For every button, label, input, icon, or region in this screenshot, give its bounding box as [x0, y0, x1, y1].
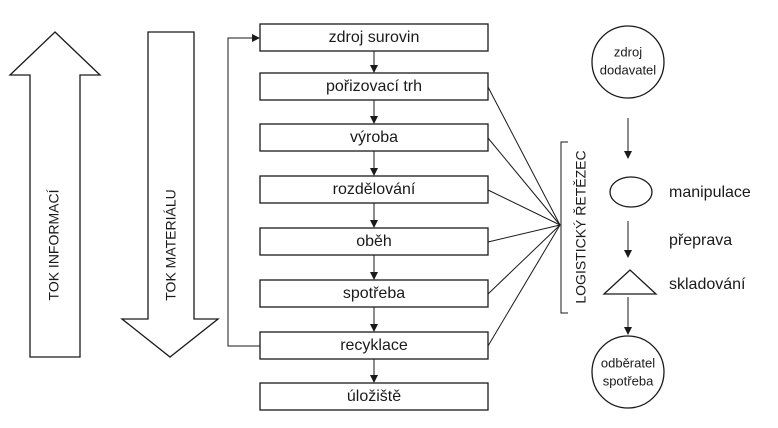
storage-triangle — [602, 269, 658, 295]
material-flow-arrow: TOK MATERIÁLU — [120, 31, 220, 358]
chain-label-production: výroba — [350, 129, 398, 146]
chain-label-recycling: recyklace — [340, 337, 408, 354]
information-flow-arrow: TOK INFORMACÍ — [8, 31, 102, 358]
customer-label: odběratel — [601, 355, 655, 370]
right-flow: zdroj dodavatel manipulace přeprava skla… — [591, 25, 751, 409]
chain-box-raw-material-source — [259, 23, 489, 52]
consumption-label: spotřeba — [603, 373, 654, 388]
source-supplier-node — [591, 25, 665, 99]
supplier-label: dodavatel — [600, 62, 656, 77]
customer-consumption-node — [591, 335, 665, 409]
storage-label: skladování — [669, 276, 746, 293]
chain-boxes: zdroj surovin pořizovací trh výroba rozd… — [259, 23, 489, 411]
material-flow-label: TOK MATERIÁLU — [163, 189, 179, 301]
chain-label-storage-site: úložiště — [347, 388, 401, 405]
chain-label-raw-material-source: zdroj surovin — [329, 29, 420, 46]
chain-label-procurement-market: pořizovací trh — [326, 78, 422, 95]
chain-box-circulation — [259, 227, 489, 256]
chain-arrows — [370, 51, 378, 383]
recycling-loop — [227, 34, 260, 347]
source-label: zdroj — [614, 44, 642, 59]
chain-box-distribution — [259, 175, 489, 204]
logistics-chain-bracket: LOGISTICKÝ ŘETĚZEC — [560, 141, 589, 314]
logistics-chain-connectors — [487, 86, 561, 347]
chain-label-consumption: spotřeba — [343, 285, 405, 302]
chain-box-procurement-market — [259, 72, 489, 101]
information-flow-label: TOK INFORMACÍ — [46, 189, 62, 300]
chain-label-distribution: rozdělování — [333, 181, 416, 198]
logistics-chain-label: LOGISTICKÝ ŘETĚZEC — [573, 150, 589, 303]
chain-box-production — [259, 123, 489, 152]
manipulation-ellipse — [609, 176, 653, 208]
chain-label-circulation: oběh — [356, 233, 392, 250]
manipulation-label: manipulace — [669, 184, 751, 201]
transport-label: přeprava — [669, 232, 732, 249]
